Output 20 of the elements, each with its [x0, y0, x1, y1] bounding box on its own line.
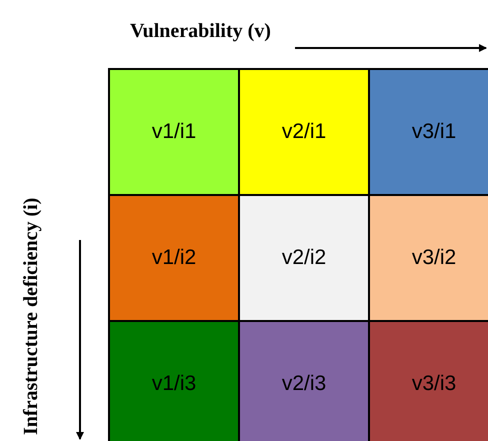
matrix-cell — [108, 68, 240, 196]
axis-title: Infrastructure deficiency (i) — [20, 198, 43, 435]
matrix-cell — [238, 68, 370, 196]
cell-label: v1/i2 — [152, 246, 196, 270]
cell-label: v2/i2 — [282, 246, 326, 270]
matrix-cell — [368, 68, 488, 196]
axis-title: Vulnerability (v) — [130, 20, 271, 43]
cell-label: v3/i2 — [412, 246, 456, 270]
cell-label: v1/i3 — [152, 372, 196, 396]
matrix-cell — [368, 320, 488, 441]
cell-label: v2/i3 — [282, 372, 326, 396]
cell-label: v2/i1 — [282, 120, 326, 144]
matrix-cell — [238, 320, 370, 441]
cell-label: v3/i1 — [412, 120, 456, 144]
matrix-cell — [108, 194, 240, 322]
matrix-cell — [108, 320, 240, 441]
cell-label: v1/i1 — [152, 120, 196, 144]
matrix-cell — [238, 194, 370, 322]
matrix-cell — [368, 194, 488, 322]
cell-label: v3/i3 — [412, 372, 456, 396]
